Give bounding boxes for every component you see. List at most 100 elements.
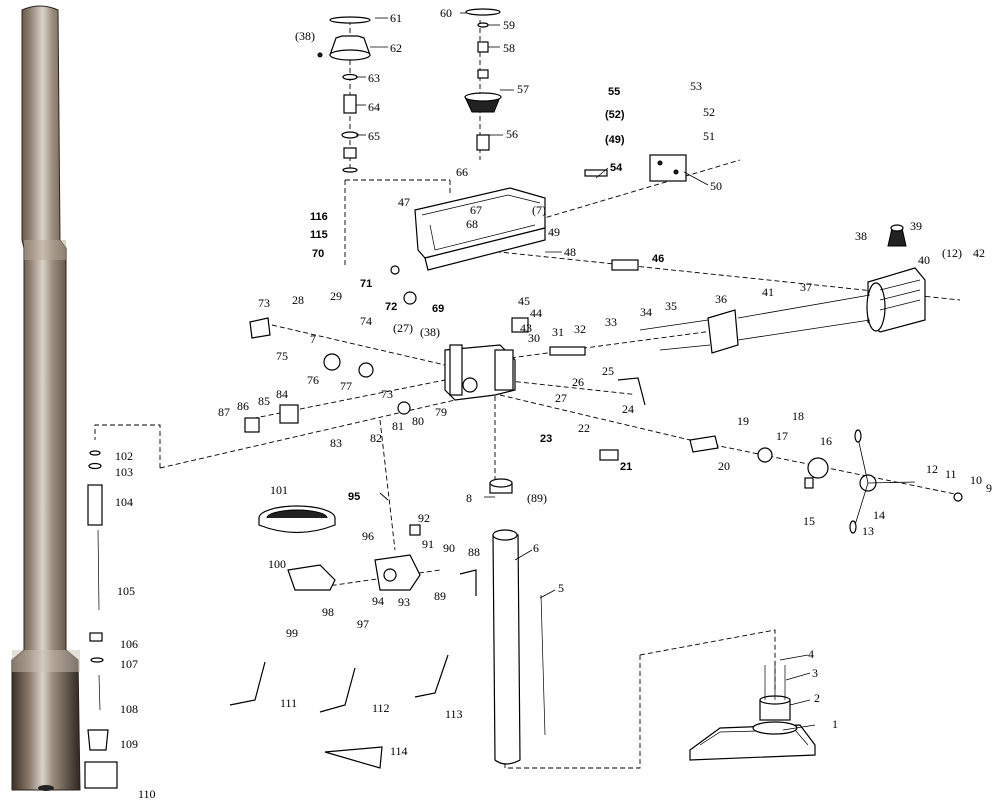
name-plates [599, 259, 639, 461]
part-label-77: 77 [340, 379, 352, 393]
part-label-9: 9 [986, 481, 992, 495]
part-label-19: 19 [737, 414, 749, 428]
part-label-115: 115 [310, 229, 328, 241]
part-label-23: 23 [540, 433, 552, 445]
part-label-6: 6 [533, 541, 539, 555]
belt-guard-cover [414, 154, 687, 271]
part-label-3: 3 [812, 666, 818, 680]
part-label-4: 4 [808, 647, 814, 661]
part-label-60: 60 [440, 6, 452, 20]
part-label-69: 69 [432, 303, 444, 315]
part-label-58: 58 [503, 41, 515, 55]
part-label-33: 33 [605, 315, 617, 329]
part-label-83: 83 [330, 436, 342, 450]
part-label-98: 98 [322, 605, 334, 619]
part-label-113: 113 [445, 707, 463, 721]
part-label-89b: (89) [527, 491, 547, 505]
part-label-24: 24 [622, 402, 634, 416]
part-label-81: 81 [392, 419, 404, 433]
part-label-43: 43 [520, 321, 532, 335]
part-label-116: 116 [310, 211, 328, 223]
part-label-63: 63 [368, 71, 380, 85]
part-label-30: 30 [528, 331, 540, 345]
part-label-87: 87 [218, 405, 230, 419]
part-label-17: 17 [776, 429, 788, 443]
part-label-55: 55 [608, 86, 620, 98]
spindle-photo [11, 5, 81, 791]
feed-handle-hub [689, 429, 916, 534]
part-label-75: 75 [276, 349, 288, 363]
part-label-38b: (38) [420, 325, 440, 339]
part-label-46: 46 [652, 253, 664, 265]
part-label-82: 82 [370, 431, 382, 445]
part-label-45: 45 [518, 294, 530, 308]
part-label-89: 89 [434, 589, 446, 603]
part-label-14: 14 [873, 508, 885, 522]
part-label-36: 36 [715, 292, 727, 306]
part-label-68: 68 [466, 217, 478, 231]
part-label-91: 91 [422, 537, 434, 551]
part-label-103: 103 [115, 465, 133, 479]
part-label-70: 70 [312, 248, 324, 260]
part-label-52: 52 [703, 105, 715, 119]
part-label-108: 108 [120, 702, 138, 716]
part-label-47: 47 [398, 195, 410, 209]
motor-pulley-stack [464, 8, 502, 151]
part-label-42: 42 [973, 246, 985, 260]
part-label-48: 48 [564, 245, 576, 259]
part-label-61: 61 [390, 11, 402, 25]
part-label-25: 25 [602, 364, 614, 378]
part-label-40: 40 [918, 253, 930, 267]
part-label-66: 66 [456, 165, 468, 179]
part-label-72: 72 [385, 301, 397, 313]
part-label-96: 96 [362, 529, 374, 543]
part-label-73b: 73 [381, 387, 393, 401]
part-label-31: 31 [552, 325, 564, 339]
part-label-76: 76 [307, 373, 319, 387]
part-label-74: 74 [360, 314, 372, 328]
part-label-54: 54 [610, 162, 623, 174]
spindle-pulley-stack [317, 16, 371, 173]
part-label-12: 12 [926, 462, 938, 476]
part-label-20: 20 [718, 459, 730, 473]
part-label-64: 64 [368, 100, 380, 114]
base [689, 662, 816, 761]
part-label-104: 104 [115, 495, 133, 509]
part-label-92: 92 [418, 511, 430, 525]
part-label-21: 21 [620, 461, 632, 473]
part-label-10: 10 [970, 473, 982, 487]
part-label-13: 13 [862, 524, 874, 538]
label-leaders [356, 12, 816, 731]
part-label-109: 109 [120, 737, 138, 751]
part-label-94: 94 [372, 594, 384, 608]
part-label-50: 50 [710, 179, 722, 193]
part-label-90: 90 [443, 541, 455, 555]
small-hardware [323, 265, 963, 596]
part-label-49: 49 [548, 225, 560, 239]
part-label-84: 84 [276, 387, 288, 401]
part-label-65: 65 [368, 129, 380, 143]
part-label-44: 44 [530, 306, 542, 320]
part-label-111: 111 [280, 696, 297, 710]
part-label-57: 57 [517, 82, 529, 96]
part-label-97: 97 [357, 617, 369, 631]
part-label-95: 95 [348, 491, 360, 503]
part-label-88: 88 [468, 545, 480, 559]
part-label-27: 27 [555, 391, 567, 405]
part-label-15: 15 [803, 514, 815, 528]
part-label-35: 35 [665, 299, 677, 313]
motor [866, 224, 926, 333]
part-label-18: 18 [792, 409, 804, 423]
part-label-22: 22 [578, 421, 590, 435]
part-label-101: 101 [270, 483, 288, 497]
part-label-102: 102 [115, 449, 133, 463]
part-label-107: 107 [120, 657, 138, 671]
part-label-62: 62 [390, 41, 402, 55]
part-label-49b: (49) [605, 134, 625, 146]
head-casting [444, 344, 516, 401]
part-label-34: 34 [640, 305, 652, 319]
part-label-27b: (27) [393, 321, 413, 335]
part-label-67: 67 [470, 203, 482, 217]
part-label-16: 16 [820, 434, 832, 448]
part-label-114: 114 [390, 744, 408, 758]
